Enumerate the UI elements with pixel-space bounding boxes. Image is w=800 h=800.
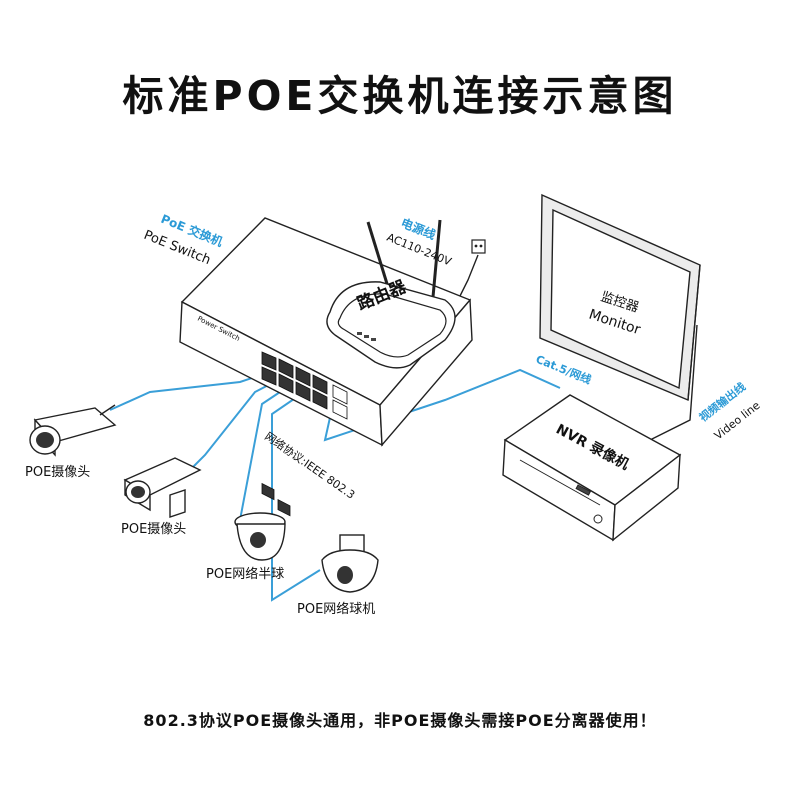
device-label-1: POE摄像头 [25, 465, 90, 480]
switch-port-grid [261, 351, 348, 420]
dome-camera: POE网络半球 [206, 512, 286, 582]
device-label-4: POE网络球机 [297, 601, 375, 617]
cable-speed-dome [271, 387, 321, 602]
cable-video [639, 324, 698, 446]
switch-ports [261, 482, 291, 517]
protocol-label: 网络协议:IEEE 802.3 [262, 429, 358, 502]
camera-2: POE摄像头 [121, 457, 202, 537]
monitor: 监控器 Monitor [539, 193, 701, 402]
speed-dome: POE网络球机 [297, 534, 379, 617]
cable-power [457, 254, 479, 301]
cable-cat5 [323, 368, 561, 442]
device-label-2: POE摄像头 [121, 522, 186, 537]
power-socket [471, 239, 486, 254]
page-title: 标准POE交换机连接示意图 [122, 72, 678, 120]
camera-1: POE摄像头 [25, 404, 117, 480]
cable-camera-2 [189, 377, 283, 471]
footer-note: 802.3协议POE摄像头通用，非POE摄像头需接POE分离器使用！ [143, 711, 657, 730]
device-label-3: POE网络半球 [206, 566, 284, 582]
